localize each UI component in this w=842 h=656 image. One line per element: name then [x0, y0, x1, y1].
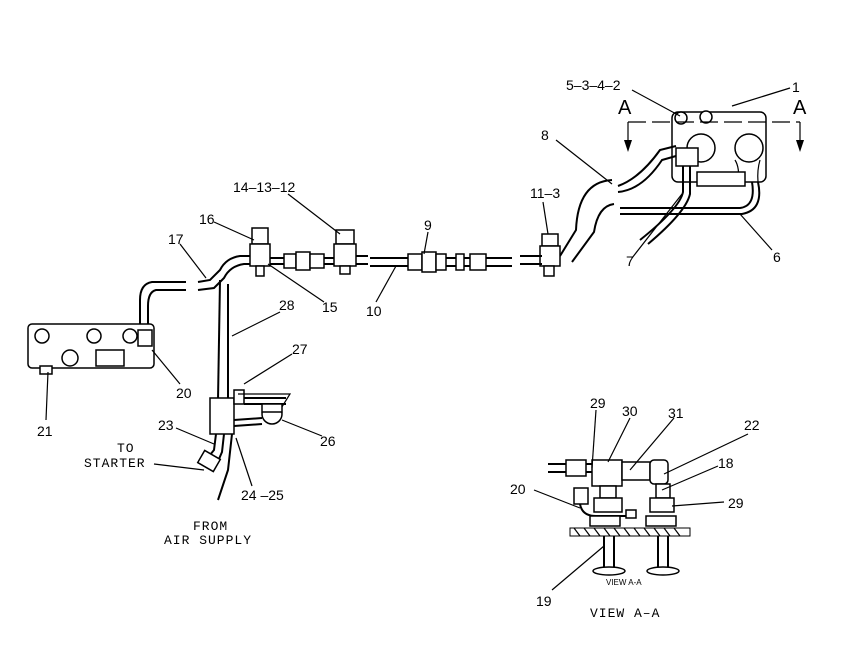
callout-16: 16	[199, 211, 215, 227]
callout-5-3-4-2: 5–3–4–2	[566, 77, 621, 93]
fitting-11-3	[520, 233, 561, 277]
section-marker-right: A	[793, 97, 807, 119]
supply-and-starter-lines	[196, 433, 233, 501]
callout-29-top: 29	[590, 395, 606, 411]
bracket-27-and-fittings	[209, 389, 292, 435]
fitting-16-15	[249, 227, 271, 277]
callout-20: 20	[176, 385, 192, 401]
callout-29-right: 29	[728, 495, 744, 511]
view-a-a-inline-label: VIEW A-A	[606, 578, 642, 587]
leader-lines	[45, 87, 791, 591]
callout-7: 7	[626, 253, 634, 269]
callout-22: 22	[744, 417, 760, 433]
tube-8-and-6	[559, 145, 761, 263]
callout-17: 17	[168, 231, 184, 247]
valve-block-part-21	[27, 323, 155, 375]
callout-23: 23	[158, 417, 174, 433]
callout-6: 6	[773, 249, 781, 265]
callout-8: 8	[541, 127, 549, 143]
tube-10-with-fitting-9	[370, 251, 512, 273]
callout-27: 27	[292, 341, 308, 357]
callout-10: 10	[366, 303, 382, 319]
coupling-fitting	[270, 251, 334, 271]
callout-9: 9	[424, 217, 432, 233]
view-a-a-title: VIEW A–A	[590, 606, 660, 621]
note-from-line2: AIR SUPPLY	[164, 533, 252, 548]
callout-26: 26	[320, 433, 336, 449]
callout-30: 30	[622, 403, 638, 419]
section-line-a-a	[624, 121, 804, 152]
main-assembly	[27, 110, 804, 501]
callout-11-3: 11–3	[530, 185, 560, 201]
section-marker-left: A	[618, 97, 632, 119]
callout-20-view: 20	[510, 481, 526, 497]
callout-labels: 1 5–3–4–2 8 7 6 11–3 9 10 14–13–12 16 15…	[37, 77, 807, 621]
callout-18: 18	[718, 455, 734, 471]
callout-1: 1	[792, 79, 800, 95]
callout-15: 15	[322, 299, 338, 315]
note-from-line1: FROM	[193, 519, 228, 534]
tube-17	[139, 255, 250, 336]
view-a-a-detail	[548, 459, 691, 576]
note-to-line2: STARTER	[84, 456, 146, 471]
callout-24-25: 24 –25	[241, 487, 284, 503]
callout-28: 28	[279, 297, 295, 313]
callout-14-13-12: 14–13–12	[233, 179, 296, 195]
callout-21: 21	[37, 423, 53, 439]
fitting-14-13-12	[333, 229, 368, 275]
note-to-line1: TO	[117, 441, 135, 456]
tube-28	[217, 279, 229, 401]
callout-19: 19	[536, 593, 552, 609]
callout-31: 31	[668, 405, 684, 421]
